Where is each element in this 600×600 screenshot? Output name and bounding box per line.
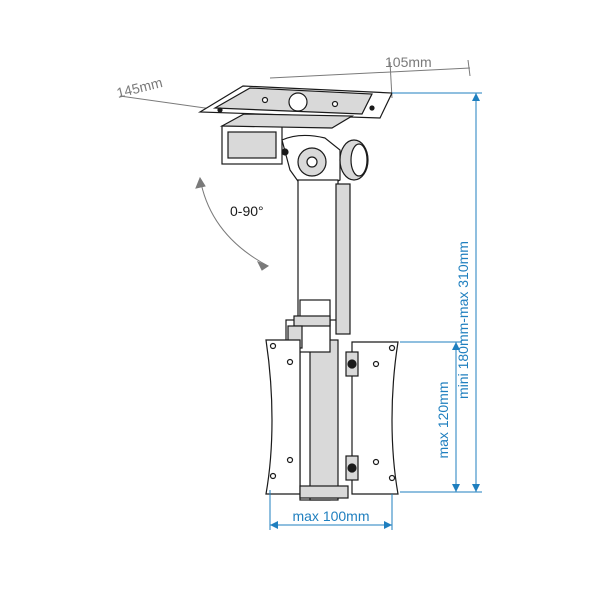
vesa-plate — [265, 339, 399, 499]
blue-dimension-lines — [269, 92, 482, 530]
top-width-label: 105mm — [385, 54, 432, 70]
top-depth-label: 145mm — [115, 74, 164, 101]
tilt-range-label: 0-90° — [230, 203, 264, 219]
tilt-joint — [219, 113, 369, 188]
vesa-width-label: max 100mm — [292, 508, 369, 524]
height-range-label: mini 180mm-max 310mm — [455, 241, 471, 399]
vesa-height-label: max 120mm — [435, 381, 451, 458]
ceiling-plate — [197, 85, 393, 119]
tilt-arc — [195, 176, 270, 271]
blue-arrowheads — [270, 93, 480, 529]
